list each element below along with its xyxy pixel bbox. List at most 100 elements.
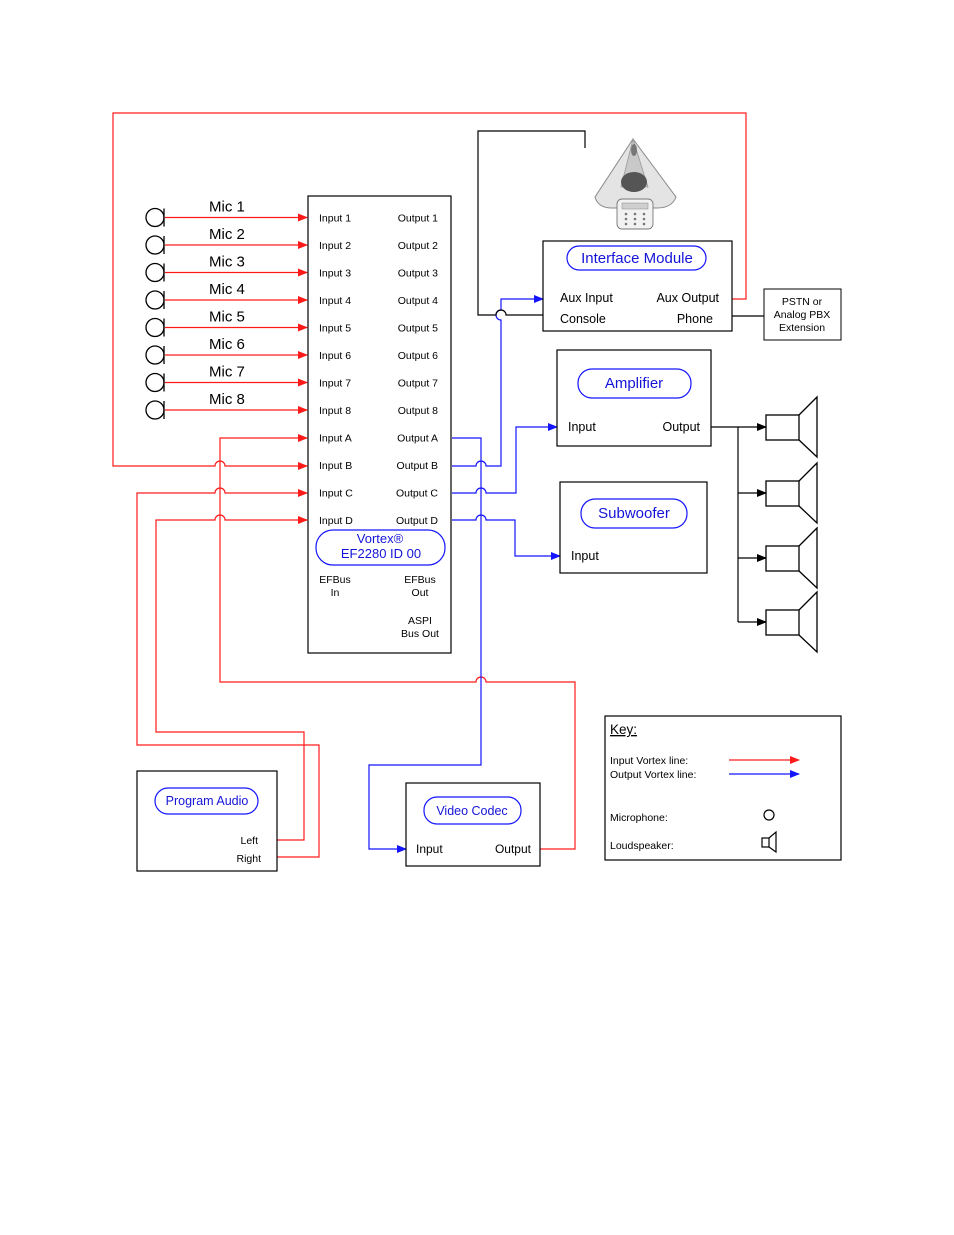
loudspeaker-icon	[765, 461, 818, 525]
vortex-output-label: Output 2	[398, 240, 438, 252]
amplifier-title-badge	[577, 368, 692, 399]
microphone-icon	[145, 400, 165, 420]
vortex-output-label: Output 6	[398, 350, 438, 362]
loudspeaker-icon	[765, 526, 818, 590]
efbus-in-label-1: EFBus	[319, 574, 351, 586]
program-audio-left-label: Left	[240, 835, 258, 847]
vortex-input-label: Input C	[319, 488, 353, 500]
vortex-input-label: Input 1	[319, 213, 351, 225]
console-to-conference-phone-line	[477, 130, 586, 316]
vortex-input-label: Input 4	[319, 295, 351, 307]
loudspeaker-icon	[765, 590, 818, 654]
vortex-output-label: Output 8	[398, 405, 438, 417]
vortex-box	[307, 195, 452, 654]
program-audio-left-to-input-d-line	[155, 514, 308, 841]
video-codec-box	[405, 782, 541, 867]
key-loudspeaker-icon	[761, 830, 777, 854]
pstn-label-1: PSTN or	[782, 296, 823, 308]
vortex-name-line1: Vortex®	[357, 531, 404, 546]
subwoofer-title: Subwoofer	[598, 505, 670, 522]
interface-module-title: Interface Module	[581, 250, 693, 267]
key-output-line-label: Output Vortex line:	[610, 769, 696, 781]
vortex-output-label: Output 5	[398, 323, 438, 335]
video-codec-title: Video Codec	[436, 804, 507, 818]
vortex-output-label: Output 7	[398, 378, 438, 390]
microphone-icon	[145, 235, 165, 255]
vortex-name-line2: EF2280 ID 00	[341, 546, 421, 561]
mic-label: Mic 7	[209, 364, 245, 381]
vortex-input-label: Input 6	[319, 350, 351, 362]
pstn-box	[763, 288, 842, 341]
vortex-output-label: Output C	[396, 488, 438, 500]
vortex-input-label: Input 5	[319, 323, 351, 335]
program-audio-right-to-input-c-line	[136, 487, 320, 858]
output-d-to-subwoofer-line	[452, 514, 561, 560]
program-audio-box	[136, 770, 278, 872]
output-b-to-aux-input-line	[452, 295, 544, 467]
subwoofer-box	[559, 481, 708, 574]
mic-label: Mic 2	[209, 226, 245, 243]
key-title: Key:	[610, 722, 637, 737]
loudspeaker-icon	[765, 395, 818, 459]
efbus-out-label-1: EFBus	[404, 574, 436, 586]
vortex-input-label: Input B	[319, 460, 352, 472]
conference-phone-icon	[594, 137, 677, 230]
program-audio-title: Program Audio	[166, 794, 249, 808]
amplifier-output-label: Output	[662, 420, 700, 434]
interface-module-box	[542, 240, 733, 332]
vortex-input-label: Input 8	[319, 405, 351, 417]
subwoofer-input-label: Input	[571, 549, 599, 563]
key-microphone-label: Microphone:	[610, 812, 668, 824]
amplifier-to-speakers-line	[711, 426, 739, 622]
console-label: Console	[560, 312, 606, 326]
vortex-output-label: Output 3	[398, 268, 438, 280]
pstn-label-3: Extension	[779, 322, 825, 334]
amplifier-box	[556, 349, 712, 447]
program-audio-title-badge	[154, 787, 259, 815]
phone-label: Phone	[677, 312, 713, 326]
vortex-output-label: Output 4	[398, 295, 438, 307]
mic-label: Mic 3	[209, 254, 245, 271]
aspi-label-1: ASPI	[408, 615, 432, 627]
mic-label: Mic 4	[209, 281, 245, 298]
amplifier-input-label: Input	[568, 420, 596, 434]
key-input-line-label: Input Vortex line:	[610, 755, 688, 767]
microphone-icon	[145, 207, 165, 228]
key-loudspeaker-label: Loudspeaker:	[610, 840, 674, 852]
efbus-in-label-2: In	[331, 587, 340, 599]
video-codec-input-label: Input	[416, 842, 443, 856]
microphone-icon	[145, 345, 165, 365]
output-c-to-amplifier-line	[452, 423, 558, 494]
aux-output-to-input-b-line	[112, 112, 747, 470]
mic-label: Mic 1	[209, 199, 245, 216]
key-microphone-icon	[763, 809, 775, 821]
interface-module-title-badge	[566, 245, 707, 271]
vortex-input-label: Input A	[319, 433, 352, 445]
vortex-input-label: Input 3	[319, 268, 351, 280]
output-a-to-video-codec-line	[368, 437, 482, 853]
aspi-label-2: Bus Out	[401, 628, 439, 640]
vortex-output-label: Output B	[397, 460, 438, 472]
vortex-name-badge	[315, 529, 446, 566]
vortex-input-label: Input 2	[319, 240, 351, 252]
microphone-icon	[145, 372, 165, 393]
microphone-icon	[145, 290, 165, 310]
key-box	[604, 715, 842, 861]
mic-label: Mic 8	[209, 391, 245, 408]
program-audio-right-label: Right	[236, 853, 261, 865]
pstn-label-2: Analog PBX	[774, 309, 831, 321]
mic-label: Mic 6	[209, 336, 245, 353]
aux-input-label: Aux Input	[560, 291, 613, 305]
efbus-out-label-2: Out	[412, 587, 429, 599]
mic-label: Mic 5	[209, 309, 245, 326]
vortex-output-label: Output 1	[398, 213, 438, 225]
video-codec-output-to-input-a-line	[219, 434, 576, 850]
vortex-output-label: Output D	[396, 515, 438, 527]
vortex-input-label: Input D	[319, 515, 353, 527]
microphone-icon	[145, 317, 165, 338]
video-codec-output-label: Output	[495, 842, 532, 856]
vortex-input-label: Input 7	[319, 378, 351, 390]
vortex-output-label: Output A	[397, 433, 438, 445]
microphone-icon	[145, 262, 165, 283]
